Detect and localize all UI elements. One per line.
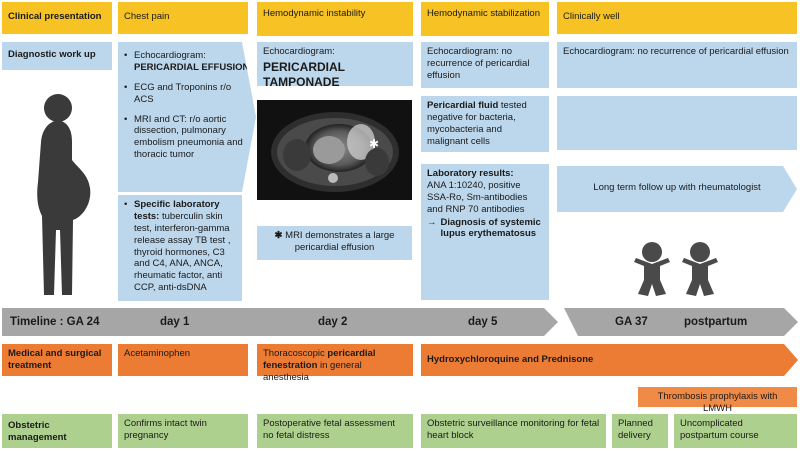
treatment-acetaminophen: Acetaminophen (118, 344, 248, 376)
workup-col3-lab: Laboratory results: ANA 1:10240, positiv… (421, 164, 549, 300)
fluid-bold: Pericardial fluid (427, 100, 499, 111)
timeline-bar-1 (2, 308, 558, 336)
thora-post: in general anesthesia (263, 359, 362, 383)
timeline-bar-2 (564, 308, 798, 336)
echo2-label: Echocardiogram: (263, 46, 335, 57)
diagnosis-arrow-icon: → (427, 216, 437, 228)
obstetric-col2: Postoperative fetal assessment no fetal … (257, 414, 413, 448)
lab-tests-item: Specific laboratory tests: tuberculin sk… (124, 199, 236, 294)
header-clinical-presentation: Clinical presentation (2, 2, 112, 34)
treatment-label: Medical and surgical treatment (2, 344, 112, 376)
obstetric-col3: Obstetric surveillance monitoring for fe… (421, 414, 606, 448)
workup-col3-fluid: Pericardial fluid tested negative for ba… (421, 96, 549, 152)
mri-image: ✱ (257, 100, 412, 200)
obstetric-col5: Uncomplicated postpartum course (674, 414, 797, 448)
thora-bold: pericardial fenestration (263, 348, 376, 371)
timeline-postpartum: postpartum (684, 316, 748, 328)
lab-results-text: ANA 1:10240, positive SSA-Ro, Sm-antibod… (427, 179, 528, 215)
fluid-text: tested negative for bacteria, mycobacter… (427, 100, 527, 147)
header-clinically-well: Clinically well (557, 2, 797, 34)
timeline-ga37: GA 37 (615, 316, 648, 328)
workup-col4-echo: Echocardiogram: no recurrence of pericar… (557, 42, 797, 88)
workup-col4-blank (557, 96, 797, 150)
workup-col1: Echocardiogram: PERICARDIAL EFFUSION ECG… (118, 42, 256, 192)
header-hemodynamic-instability: Hemodynamic instability (257, 2, 413, 36)
timeline-day2: day 2 (318, 316, 348, 328)
echo-label: Echocardiogram: (134, 50, 206, 61)
mri-caption-text: MRI demonstrates a large pericardial eff… (285, 230, 395, 253)
workup-label: Diagnostic work up (2, 42, 112, 70)
diagnosis-line: → Diagnosis of systemic lupus erythemato… (427, 217, 543, 241)
workup-col2-echo: Echocardiogram: PERICARDIAL TAMPONADE (257, 42, 413, 89)
workup-echo-item: Echocardiogram: PERICARDIAL EFFUSION (124, 50, 250, 74)
obstetric-label: Obstetric management (2, 414, 112, 448)
mri-star-marker: ✱ (369, 137, 379, 151)
workup-mri-ct-item: MRI and CT: r/o aortic dissection, pulmo… (124, 114, 250, 162)
echo-value: PERICARDIAL EFFUSION (134, 61, 250, 73)
header-chest-pain: Chest pain (118, 2, 248, 34)
timeline-label: Timeline : GA 24 (10, 316, 100, 328)
lab-tests-title: Specific laboratory tests: (134, 199, 220, 222)
twin-babies-icon (634, 242, 718, 296)
diagnosis-text: Diagnosis of systemic lupus erythematosu… (440, 216, 541, 240)
obstetric-col4: Planned delivery (612, 414, 668, 448)
workup-col1-lab: Specific laboratory tests: tuberculin sk… (118, 195, 242, 301)
echo2-value: PERICARDIAL TAMPONADE (263, 59, 345, 89)
timeline-day1: day 1 (160, 316, 190, 328)
treatment-hcq-arrow: Hydroxychloroquine and Prednisone (421, 344, 798, 376)
thora-pre: Thoracoscopic (263, 348, 328, 359)
mri-caption-star: ✱ (274, 230, 283, 241)
lab-tests-text: tuberculin skin test, interferon-gamma r… (134, 210, 231, 294)
timeline-day5: day 5 (468, 316, 498, 328)
mri-caption: ✱ MRI demonstrates a large pericardial e… (257, 226, 412, 260)
workup-ecg-item: ECG and Troponins r/o ACS (124, 82, 250, 106)
obstetric-col1: Confirms intact twin pregnancy (118, 414, 248, 448)
workup-col3-echo: Echocardiogram: no recurrence of pericar… (421, 42, 549, 88)
treatment-thoracoscopic: Thoracoscopic pericardial fenestration i… (257, 344, 413, 383)
lab-results-title: Laboratory results: (427, 168, 514, 179)
header-hemodynamic-stabilization: Hemodynamic stabilization (421, 2, 549, 36)
treatment-lmwh: Thrombosis prophylaxis with LMWH (638, 387, 797, 414)
pregnant-woman-icon (37, 94, 91, 295)
followup-arrow: Long term follow up with rheumatologist (557, 166, 797, 212)
